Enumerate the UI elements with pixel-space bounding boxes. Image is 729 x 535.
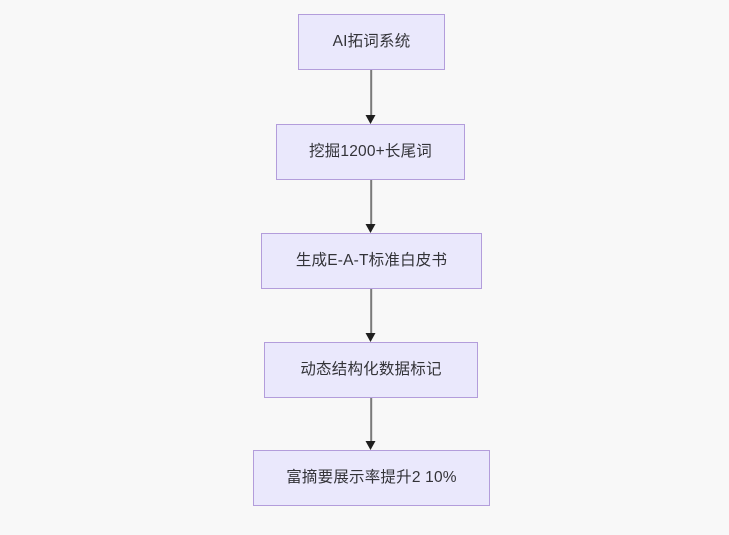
edge-line xyxy=(370,180,372,225)
edge-line xyxy=(370,289,372,334)
flowchart-node-n4[interactable]: 动态结构化数据标记 xyxy=(264,342,478,398)
node-label: 富摘要展示率提升2 10% xyxy=(286,468,457,486)
flowchart-node-n3[interactable]: 生成E-A-T标准白皮书 xyxy=(261,233,482,289)
arrowhead-icon xyxy=(365,333,376,342)
arrowhead-icon xyxy=(365,224,376,233)
node-label: 挖掘1200+长尾词 xyxy=(308,142,433,160)
flowchart-node-n2[interactable]: 挖掘1200+长尾词 xyxy=(276,124,465,180)
flowchart-node-n1[interactable]: AI拓词系统 xyxy=(298,14,445,70)
node-label: 动态结构化数据标记 xyxy=(300,360,442,378)
arrowhead-icon xyxy=(365,441,376,450)
node-label: 生成E-A-T标准白皮书 xyxy=(295,251,448,269)
flowchart-node-n5[interactable]: 富摘要展示率提升2 10% xyxy=(253,450,490,506)
edge-line xyxy=(370,398,372,442)
node-label: AI拓词系统 xyxy=(332,32,411,50)
edge-line xyxy=(370,70,372,116)
arrowhead-icon xyxy=(365,115,376,124)
